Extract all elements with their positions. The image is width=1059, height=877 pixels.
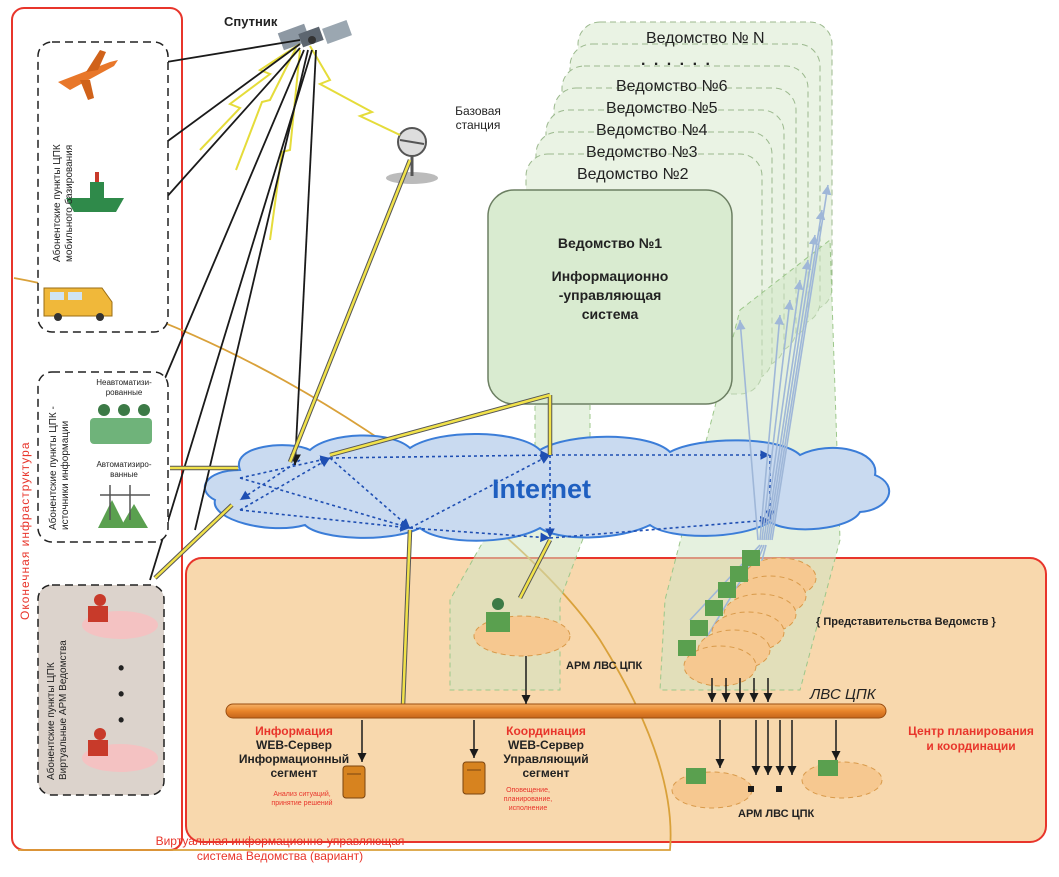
source-group-label: Абонентские пункты ЦПК - источники инфор…: [48, 406, 72, 530]
info-line2: Информационный: [238, 752, 350, 766]
ellipsis-dot-1: •: [118, 658, 125, 678]
non-automated-line2: рованные: [105, 388, 143, 397]
non-automated-label: Неавтоматизи- рованные: [88, 378, 160, 398]
agency-n-label: Ведомство № N: [646, 30, 765, 47]
arm-lower-links: [715, 720, 841, 775]
satellite-links: [199, 43, 401, 241]
base-station-line1: Базовая: [455, 104, 501, 118]
agency-6-label: Ведомство №6: [616, 78, 728, 95]
info-server-icon: [342, 765, 366, 799]
arm-upper-label: АРМ ЛВС ЦПК: [566, 660, 643, 672]
coord-title: Координация: [506, 724, 586, 738]
automated-label: Автоматизиро- ванные: [88, 460, 160, 480]
ship-icon: [66, 172, 124, 212]
virtual-group-line2: Виртуальные АРМ Ведомства: [58, 640, 69, 780]
automated-line1: Автоматизиро-: [96, 460, 152, 469]
satellite-label: Спутник: [224, 14, 278, 29]
ellipsis-dot-2: •: [118, 684, 125, 704]
internet-cloud: [203, 432, 891, 542]
internet-label: Internet: [492, 474, 592, 504]
footer-line1: Виртуальная информационно-управляющая: [155, 834, 405, 848]
internet-mesh: [239, 450, 775, 543]
infrastructure-label: Оконечная инфраструктура: [18, 441, 32, 621]
representations-label: { Представительства Ведомств }: [816, 616, 996, 628]
agency-2-label: Ведомство №2: [577, 166, 689, 183]
agency-dots: . . . . . .: [641, 52, 712, 69]
info-server-label: Информация WEB-Сервер Информационный сег…: [228, 724, 360, 780]
info-caption-line1: Анализ ситуаций,: [273, 791, 331, 798]
mobile-group-line1: Абонентские пункты ЦПК: [52, 144, 63, 262]
virtual-group-label: Абонентские пункты ЦПК Виртуальные АРМ В…: [46, 640, 70, 780]
coord-line3: сегмент: [522, 766, 570, 780]
info-caption: Анализ ситуаций, принятие решений: [252, 790, 352, 808]
source-group-line1: Абонентские пункты ЦПК -: [48, 406, 59, 530]
virtual-group-line1: Абонентские пункты ЦПК: [46, 662, 57, 780]
base-station-label: Базовая станция: [438, 104, 518, 132]
automated-line2: ванные: [110, 470, 138, 479]
coord-caption-line2: планирование,: [503, 796, 553, 803]
coord-caption: Оповещение, планирование, исполнение: [488, 786, 568, 813]
yellow-links: [153, 159, 553, 706]
info-line1: WEB-Сервер: [256, 738, 332, 752]
coord-line1: WEB-Сервер: [508, 738, 584, 752]
lan-bus: [225, 703, 887, 719]
planning-center-line1: Центр планирования: [908, 724, 1034, 738]
mobile-group-label: Абонентские пункты ЦПК мобильного базиро…: [52, 144, 76, 262]
agency-3-label: Ведомство №3: [586, 144, 698, 161]
representations-links: [707, 678, 773, 702]
source-terminals-group: [37, 371, 169, 543]
agency-5-label: Ведомство №5: [606, 100, 718, 117]
base-station-icon: [386, 127, 438, 184]
arm-upper-workstation: [473, 598, 571, 657]
non-automated-line1: Неавтоматизи-: [96, 378, 152, 387]
agency-1-line2: Информационно: [551, 268, 669, 284]
info-line3: сегмент: [270, 766, 318, 780]
airplane-icon: [58, 50, 118, 100]
mobile-group-line2: мобильного базирования: [64, 144, 75, 262]
planning-center-line2: и координации: [926, 739, 1016, 753]
ellipsis-dot-3: •: [118, 710, 125, 730]
representations-cluster: [678, 550, 817, 687]
virtual-arm-workstations: [82, 594, 158, 772]
agency-1-line3: -управляющая: [558, 287, 662, 303]
agency-1-text: Ведомство №1 Информационно -управляющая …: [498, 234, 722, 324]
coord-server-icon: [462, 761, 486, 795]
planning-center-label: Центр планирования и координации: [896, 724, 1046, 754]
base-station-line2: станция: [455, 118, 501, 132]
arm-lower-label: АРМ ЛВС ЦПК: [738, 808, 815, 820]
source-group-line2: источники информации: [60, 420, 71, 530]
sensors-icon: [98, 485, 150, 528]
agency-1-title: Ведомство №1: [557, 235, 663, 251]
agency-1-box: [487, 189, 733, 405]
footer-line2: система Ведомства (вариант): [196, 849, 364, 863]
coord-caption-line3: исполнение: [508, 805, 548, 812]
satellite-icon: [277, 20, 352, 51]
agency-4-label: Ведомство №4: [596, 122, 708, 139]
coord-server-label: Координация WEB-Сервер Управляющий сегме…: [496, 724, 596, 780]
arm-lower-workstations: [671, 760, 883, 809]
footer-caption: Виртуальная информационно-управляющая си…: [110, 834, 450, 864]
lan-label: ЛВС ЦПК: [810, 686, 876, 703]
coord-line2: Управляющий: [503, 752, 589, 766]
coord-caption-line1: Оповещение,: [506, 787, 550, 794]
info-title: Информация: [255, 724, 333, 738]
van-icon: [43, 287, 113, 321]
operators-icon: [90, 404, 152, 444]
info-caption-line2: принятие решений: [271, 800, 333, 807]
agency-1-line4: система: [581, 306, 639, 322]
